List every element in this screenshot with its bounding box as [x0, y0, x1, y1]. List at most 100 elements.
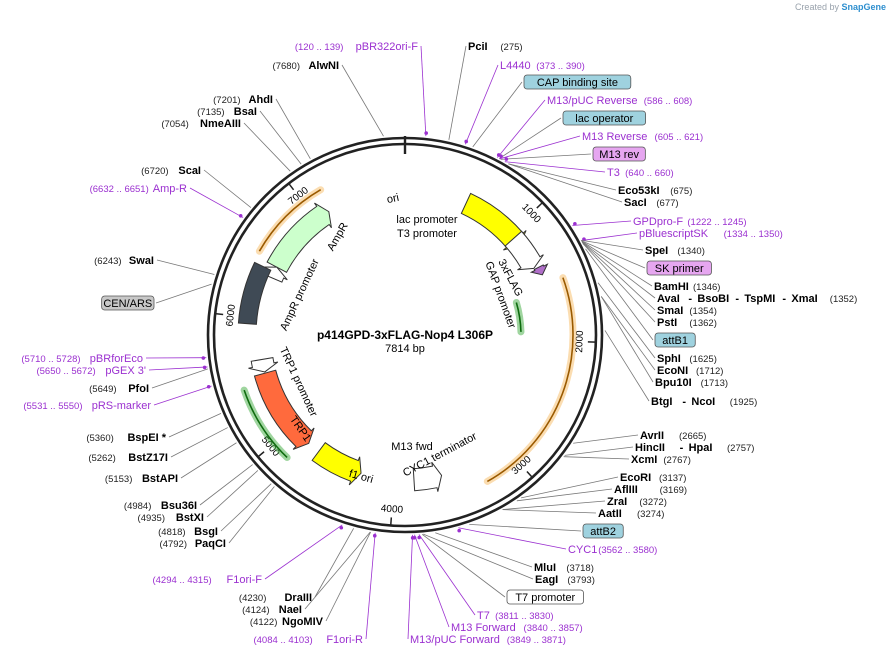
annotation-a-ahdi[interactable]: AhdI(7201) — [213, 94, 273, 106]
annotation-a-t7promoter[interactable]: T7 promoter — [506, 589, 584, 605]
annotation-a-sphi[interactable]: SphI(1625) — [657, 353, 717, 365]
annotation-a-ngomiv[interactable]: NgoMIV(4122) — [250, 616, 324, 628]
plasmid-size: 7814 bp — [385, 343, 425, 355]
annotation-a-attb1[interactable]: attB1 — [654, 332, 696, 348]
annotation-coords: (4230) — [239, 593, 266, 604]
annotation-a-pcii[interactable]: PciI(275) — [468, 41, 523, 53]
annotation-a-eagi[interactable]: EagI(3793) — [535, 574, 595, 586]
annotation-a-m13fwd[interactable]: M13 Forward(3840 .. 3857) — [451, 622, 583, 634]
annotation-a-zrai[interactable]: ZraI(3272) — [607, 496, 667, 508]
primer-site-marker — [202, 365, 207, 370]
leader-line — [504, 161, 606, 173]
annotation-a-xcmi[interactable]: XcmI(2767) — [631, 454, 691, 466]
annotation-a-btgi[interactable]: BtgI-NcoI(1925) — [651, 396, 757, 408]
annotation-name: AlwNI — [308, 60, 339, 72]
annotation-coords: (4818) — [158, 527, 185, 538]
annotation-a-gpdpro[interactable]: GPDpro-F(1222 .. 1245) — [633, 216, 747, 228]
feature-cen-ars[interactable] — [237, 261, 272, 325]
annotation-a-ecori[interactable]: EcoRI(3137) — [620, 472, 686, 484]
annotation-a-cap[interactable]: CAP binding site — [523, 74, 632, 90]
annotation-a-m13rev[interactable]: M13 Reverse(605 .. 621) — [582, 131, 703, 143]
annotation-a-m13rev2[interactable]: M13 rev — [592, 146, 646, 162]
annotation-a-m13pucfwd[interactable]: M13/pUC Forward(3849 .. 3871) — [410, 634, 566, 646]
annotation-a-mlui[interactable]: MluI(3718) — [534, 562, 594, 574]
annotation-name: attB2 — [590, 526, 616, 538]
annotation-a-psti[interactable]: PstI(1362) — [657, 317, 717, 329]
annotation-a-avrii[interactable]: AvrII(2665) — [640, 430, 706, 442]
annotation-a-cyc1[interactable]: CYC1(3562 .. 3580) — [568, 544, 657, 556]
annotation-a-pbr322[interactable]: pBR322ori-F(120 .. 139) — [295, 41, 418, 53]
annotation-a-cenars[interactable]: CEN/ARS — [101, 295, 155, 311]
annotation-a-econi[interactable]: EcoNI(1712) — [657, 365, 723, 377]
annotation-a-naei[interactable]: NaeI(4124) — [242, 604, 302, 616]
leader-line — [516, 488, 613, 502]
annotation-name: PciI — [468, 41, 488, 53]
leader-line — [563, 456, 630, 460]
annotation-a-aatii[interactable]: AatII(3274) — [598, 508, 664, 520]
annotation-name: BsaI — [234, 106, 257, 118]
feature-label: CYC1 terminator — [401, 430, 479, 479]
annotation-a-draiii[interactable]: DraIII(4230) — [239, 592, 312, 604]
annotation-a-f1ori-r[interactable]: F1ori-R(4084 .. 4103) — [253, 634, 363, 646]
feature-trp1-promoter[interactable] — [248, 356, 279, 373]
annotation-a-bstz17i[interactable]: BstZ17I(5262) — [88, 452, 168, 464]
annotation-name: BspEI * — [127, 432, 166, 444]
annotation-a-hincii[interactable]: HincII-HpaI(2757) — [635, 442, 754, 454]
primer-site-marker — [410, 536, 415, 540]
annotation-a-bstapi[interactable]: BstAPI(5153) — [105, 473, 178, 485]
annotation-a-bamhi[interactable]: BamHI(1346) — [654, 281, 720, 293]
annotation-name: PaqCI — [195, 538, 226, 550]
leader-line — [199, 464, 253, 506]
annotation-name: AhdI — [249, 94, 273, 106]
annotation-a-attb2[interactable]: attB2 — [582, 523, 624, 539]
annotation-coords: (4084 .. 4103) — [253, 635, 312, 646]
annotation-a-avai[interactable]: AvaI-BsoBI-TspMI-XmaI(1352) — [657, 293, 857, 305]
annotation-box — [654, 332, 696, 348]
annotation-a-aflii[interactable]: AflIII(3169) — [614, 484, 687, 496]
annotation-a-saci[interactable]: SacI(677) — [624, 197, 679, 209]
leader-line — [148, 366, 208, 371]
snapgene-logo: SnapGene — [841, 2, 886, 12]
annotation-a-t3[interactable]: T3(640 .. 660) — [607, 167, 674, 179]
annotation-separator: - — [735, 293, 739, 305]
feature-3xflag[interactable] — [529, 263, 549, 276]
annotation-a-prsmarker[interactable]: pRS-marker(5531 .. 5550) — [23, 400, 151, 412]
annotation-a-bpu10i[interactable]: Bpu10I(1713) — [655, 377, 728, 389]
annotation-a-nmeaiii[interactable]: NmeAIII(7054) — [161, 118, 241, 130]
feature-ampr[interactable] — [266, 202, 332, 273]
annotation-a-bspei[interactable]: BspEI *(5360) — [86, 432, 166, 444]
annotation-name: NcoI — [691, 396, 715, 408]
annotation-coords: (3562 .. 3580) — [598, 545, 657, 556]
annotation-a-bsgi[interactable]: BsgI(4818) — [158, 526, 218, 538]
annotation-a-t7[interactable]: T7(3811 .. 3830) — [477, 610, 554, 622]
annotation-a-pgex3[interactable]: pGEX 3'(5650 .. 5672) — [36, 365, 146, 377]
annotation-a-bsai[interactable]: BsaI(7135) — [197, 106, 257, 118]
annotation-a-skprimer[interactable]: SK primer — [646, 260, 712, 276]
annotation-a-eco53ki[interactable]: Eco53kI(675) — [618, 185, 692, 197]
annotation-a-lacop[interactable]: lac operator — [562, 110, 646, 126]
annotation-a-scai[interactable]: ScaI(6720) — [141, 165, 201, 177]
annotation-a-alwni[interactable]: AlwNI(7680) — [273, 60, 339, 72]
annotation-a-l4440[interactable]: L4440(373 .. 390) — [500, 60, 585, 72]
annotation-a-smai[interactable]: SmaI(1354) — [657, 305, 717, 317]
annotation-name: SwaI — [129, 255, 154, 267]
annotation-a-paqci[interactable]: PaqCI(4792) — [160, 538, 226, 550]
primer-site-marker — [206, 384, 211, 389]
leader-line — [585, 248, 654, 341]
feature-f1-ori[interactable] — [311, 441, 362, 486]
annotation-a-bsu36i[interactable]: Bsu36I(4984) — [124, 500, 197, 512]
annotation-a-swai[interactable]: SwaI(6243) — [94, 255, 154, 267]
annotation-a-m13puc[interactable]: M13/pUC Reverse(586 .. 608) — [547, 95, 692, 107]
annotation-a-ampr-range[interactable]: Amp-R(6632 .. 6651) — [90, 183, 187, 195]
annotation-a-bstxi[interactable]: BstXI(4935) — [138, 512, 204, 524]
annotation-a-spei[interactable]: SpeI(1340) — [645, 245, 705, 257]
leader-line — [203, 169, 252, 208]
feature-gap-promoter[interactable] — [504, 230, 544, 271]
feature-trp1[interactable] — [253, 369, 315, 450]
feature-cyc1-terminator[interactable] — [412, 461, 443, 492]
annotation-a-f1ori-f[interactable]: F1ori-F(4294 .. 4315) — [152, 574, 262, 586]
annotation-a-pbrforeco[interactable]: pBRforEco(5710 .. 5728) — [21, 353, 143, 365]
annotation-a-pbsk[interactable]: pBluescriptSK(1334 .. 1350) — [639, 228, 783, 240]
annotation-a-pfoi[interactable]: PfoI(5649) — [89, 383, 149, 395]
